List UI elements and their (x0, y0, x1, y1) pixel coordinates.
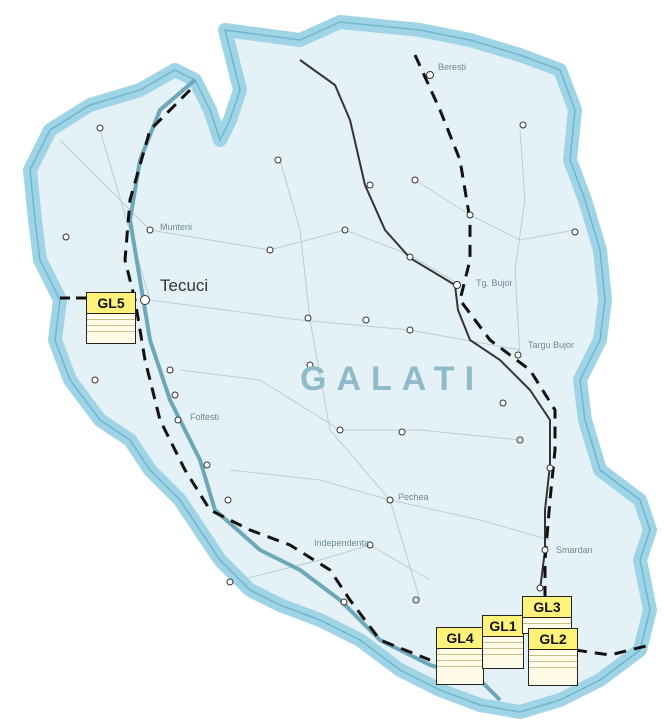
town-dots (62, 71, 579, 606)
town-label: Tg. Bujor (476, 278, 513, 288)
marker-gl5[interactable]: GL5 (86, 292, 136, 344)
river-line (127, 78, 502, 702)
marker-gl4[interactable]: GL4 (436, 627, 484, 685)
town-label: Independenta (314, 538, 370, 548)
county-label: GALATI (300, 360, 485, 398)
marker-gl2-label: GL2 (529, 629, 577, 650)
town-label: Beresti (438, 62, 467, 72)
marker-gl3-label: GL3 (523, 597, 571, 618)
dashed-route-south (574, 643, 651, 657)
town-label: Foltesti (190, 412, 220, 422)
city-label-tecuci: Tecuci (160, 276, 209, 295)
marker-gl1[interactable]: GL1 (482, 615, 524, 669)
dashed-route (123, 88, 431, 662)
marker-gl5-label: GL5 (87, 293, 135, 314)
dashed-route-east (413, 54, 557, 600)
marker-gl3[interactable]: GL3 (522, 596, 572, 634)
town-label: Munteni (160, 222, 193, 232)
town-label: Smardan (556, 545, 593, 555)
marker-gl2[interactable]: GL2 (528, 628, 578, 686)
town-label: Targu Bujor (528, 340, 575, 350)
main-road (299, 59, 551, 591)
town-label: Pechea (398, 492, 429, 502)
marker-gl1-label: GL1 (483, 616, 523, 637)
marker-gl4-label: GL4 (437, 628, 483, 649)
